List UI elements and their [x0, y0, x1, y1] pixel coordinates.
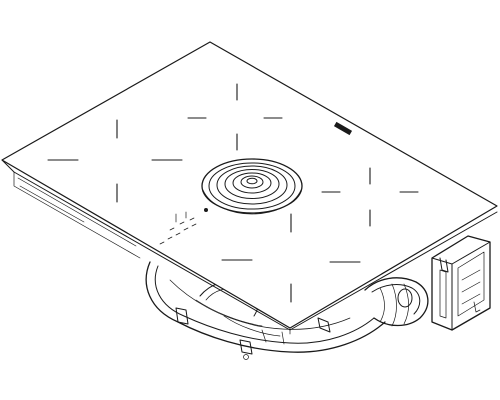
air-outlet-box	[431, 235, 491, 331]
cooking-zone-markings	[47, 83, 419, 303]
touch-control-panel	[159, 208, 208, 245]
downdraft-vent-grille	[201, 158, 303, 215]
cooktop-surface	[1, 41, 498, 329]
brand-badge	[333, 121, 353, 136]
duct-connector	[317, 277, 429, 333]
power-button-dot	[204, 208, 208, 212]
glass-cooktop	[1, 41, 498, 335]
